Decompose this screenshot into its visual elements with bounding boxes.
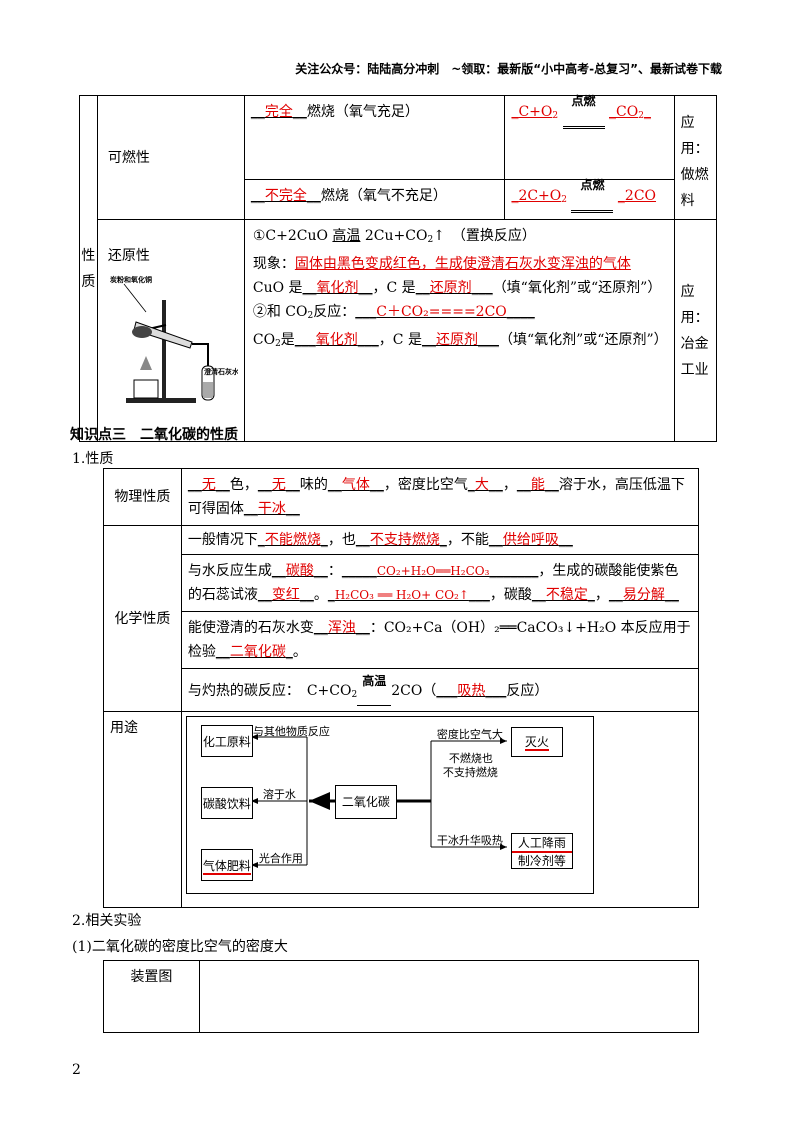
usage-label: 用途 [103,711,182,908]
fig-label-top: 炭粉和氧化铜 [110,275,152,284]
chemical-label: 化学性质 [103,525,182,712]
label-dissolve: 溶于水 [262,788,296,801]
fig-label-right: 澄清石灰水 [203,367,238,376]
reduction-apparatus-figure: 炭粉和氧化铜 澄清石灰水 [110,275,238,403]
subsection-2-1: (1)二氧化碳的密度比空气的密度大 [72,939,288,955]
box-rain: 人工降雨 制冷剂等 [510,833,573,869]
usage-diagram: 化工原料 碳酸饮料 气体肥料 二氧化碳 灭火 人工降雨 制冷剂等 与其他物质反应… [185,716,594,894]
box-soda: 碳酸饮料 [200,787,253,819]
diagram-arrows [250,734,507,868]
chem-row-2: 与水反应生成__碳酸__：_____CO₂+H₂O══H₂CO₃_______，… [180,554,700,612]
label-react: 与其他物质反应 [252,725,330,738]
section-3-title: 知识点三 二氧化碳的性质 [70,427,238,443]
subsection-2: 2.相关实验 [72,913,142,929]
physical-content: __无__色，__无__味的__气体__，密度比空气_大__，__能__溶于水，… [180,468,700,526]
apparatus-blank [198,960,700,1033]
reducing-cell: 还原性 炭粉和氧化铜 澄清石灰水 [96,219,245,442]
page-header: 关注公众号：陆陆高分冲刺 ~领取：最新版“小中高考-总复习”、最新试卷下载 [295,62,722,76]
chem-row-1: 一般情况下_不能燃烧_，也__不支持燃烧_，不能__供给呼吸__ [180,525,700,555]
label-dense: 密度比空气大 [436,728,503,741]
box-fire: 灭火 [510,727,563,757]
label-sublime: 干冰升华吸热 [436,834,503,847]
reducing-details: ①C+2CuO 高温 2Cu+CO2↑ （置换反应） 现象：固体由黑色变成红色，… [243,219,675,442]
combustible-application: 应用：做燃料 [673,95,718,220]
box-fertilizer: 气体肥料 [200,849,253,881]
full-combustion-cell: __完全__燃烧（氧气充足） [243,95,506,180]
label-photosynthesis: 光合作用 [258,852,303,865]
physical-label: 物理性质 [103,468,182,526]
usage-diagram-cell: 化工原料 碳酸饮料 气体肥料 二氧化碳 灭火 人工降雨 制冷剂等 与其他物质反应… [180,711,700,908]
partial-combustion-cell: __不完全__燃烧（氧气不充足） [243,179,506,220]
combustible-label: 可燃性 [96,95,245,220]
apparatus-label: 装置图 [103,960,200,1033]
box-co2-center: 二氧化碳 [334,785,397,819]
apparatus-table: 装置图 [103,960,700,1033]
box-raw-material: 化工原料 [200,725,253,757]
co2-properties-table: 物理性质 __无__色，__无__味的__气体__，密度比空气_大__，__能_… [103,468,700,908]
partial-combustion-equation: _2C+O2 点燃 _2CO [504,178,675,220]
carbon-properties-table: 性质 可燃性 __完全__燃烧（氧气充足） _C+O2 点燃 _CO2_ 应用：… [79,94,718,442]
label-nonburn-2: 不支持燃烧 [442,766,498,779]
chem-row-3: 能使澄清的石灰水变__浑浊__：CO₂+Ca（OH）₂══CaCO₃↓+H₂O … [180,611,700,669]
reducing-application: 应用：冶金工业 [673,219,718,442]
label-nonburn-1: 不燃烧也 [448,752,493,765]
property-row-label: 性质 [79,95,98,442]
subsection-1: 1.性质 [72,451,114,467]
page-number: 2 [72,1062,81,1078]
full-combustion-equation: _C+O2 点燃 _CO2_ [504,94,675,180]
